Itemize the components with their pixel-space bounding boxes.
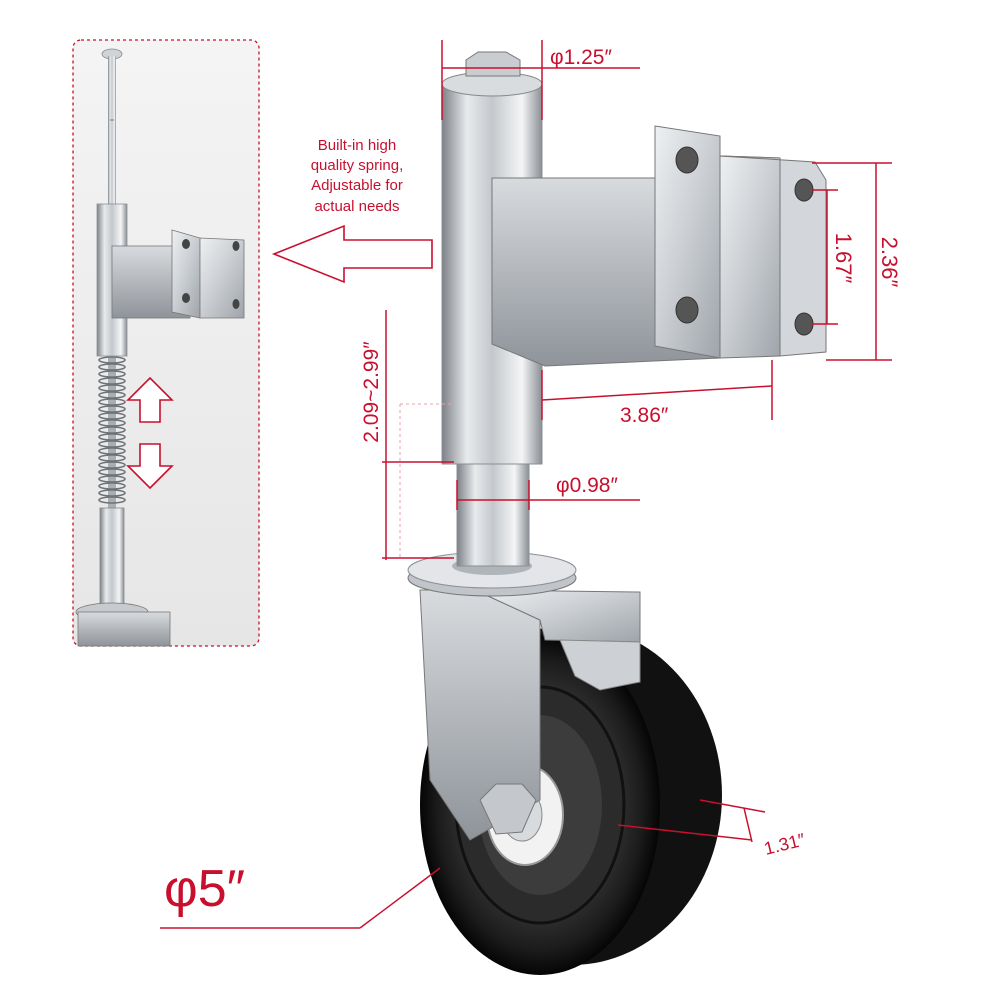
post-diameter-label: φ1.25″ — [550, 46, 612, 69]
inset-bracket — [111, 229, 245, 319]
wheel-width-label: 1.31″ — [762, 829, 808, 859]
adjust-range-label: 2.09~2.99″ — [360, 341, 383, 443]
spring-detail-inset — [72, 39, 260, 647]
callout-line-4: actual needs — [314, 198, 399, 215]
inset-swivel-top — [77, 611, 171, 647]
spring-callout: Built-in high quality spring, Adjustable… — [271, 137, 433, 284]
inset-lower-rod — [99, 507, 125, 609]
axle-bolt-icon — [479, 783, 537, 835]
spring-coil — [98, 356, 126, 512]
spring-rod — [101, 48, 123, 206]
wheel-diameter-label: φ5″ — [164, 860, 245, 918]
mounting-bracket — [491, 125, 827, 367]
callout-line-3: Adjustable for — [311, 177, 403, 194]
callout-line-2: quality spring, — [311, 157, 404, 174]
caster-main — [407, 51, 827, 975]
left-arrow-icon — [271, 224, 433, 284]
bracket-length-label: 3.86″ — [620, 404, 669, 427]
down-arrow-icon — [126, 443, 174, 490]
bracket-height-label: 2.36″ — [877, 237, 902, 288]
lower-stem — [456, 461, 530, 567]
stem-diameter-label: φ0.98″ — [556, 474, 618, 497]
dimension-lines — [160, 40, 892, 929]
fork — [419, 589, 641, 841]
hole-spacing-label: 1.67″ — [831, 233, 856, 284]
up-arrow-icon — [126, 376, 174, 423]
top-nut-icon — [465, 51, 521, 77]
adjust-range-guides — [399, 403, 454, 558]
inset-frame — [72, 39, 260, 647]
callout-line-1: Built-in high — [318, 137, 396, 154]
